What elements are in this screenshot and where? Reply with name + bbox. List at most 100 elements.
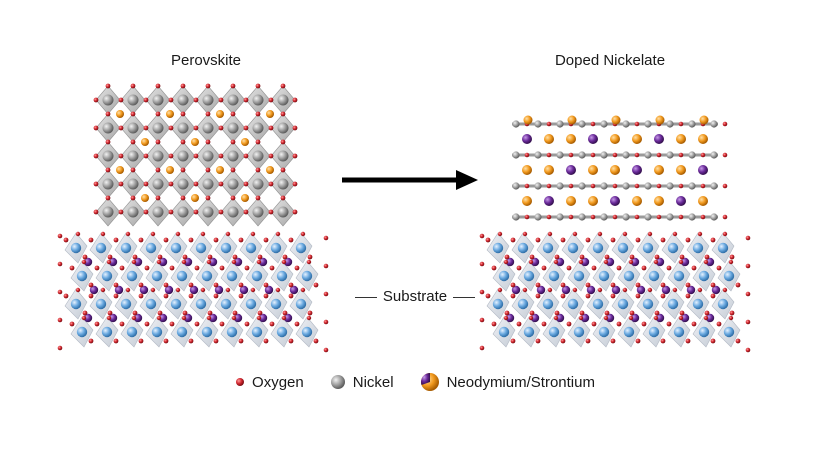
nickel-atom (177, 150, 189, 162)
oxygen-atom (666, 321, 672, 327)
nickel-atom (102, 150, 114, 162)
oxygen-atom (243, 97, 249, 103)
oxygen-atom (205, 167, 211, 173)
oxygen-atom (255, 195, 261, 201)
substrate-atom (717, 242, 729, 254)
oxygen-atom (63, 293, 69, 299)
nickel-atom (600, 120, 608, 128)
substrate-atom (567, 242, 579, 254)
oxygen-atom (590, 121, 596, 127)
oxygen-atom (585, 293, 591, 299)
oxygen-atom (182, 254, 188, 260)
neodymium-atom (654, 196, 664, 206)
oxygen-atom (88, 293, 94, 299)
oxygen-atom (238, 282, 244, 288)
neodymium-atom (544, 165, 554, 175)
oxygen-atom (568, 152, 574, 158)
oxygen-atom (269, 265, 275, 271)
oxygen-atom (268, 97, 274, 103)
nickel-atom (177, 122, 189, 134)
oxygen-atom (653, 259, 659, 265)
substrate-cation (630, 257, 640, 267)
oxygen-atom (722, 287, 728, 293)
oxygen-atom (138, 282, 144, 288)
oxygen-atom (612, 183, 618, 189)
substrate-atom (176, 270, 188, 282)
oxygen-atom (150, 231, 156, 237)
oxygen-atom (294, 321, 300, 327)
oxygen-atom (218, 181, 224, 187)
oxygen-atom (572, 287, 578, 293)
oxygen-atom (292, 181, 298, 187)
oxygen-atom (591, 321, 597, 327)
oxygen-atom (143, 209, 149, 215)
oxygen-atom (263, 338, 269, 344)
nickel-atom (127, 206, 139, 218)
oxygen-atom (200, 231, 206, 237)
substrate-atom (276, 326, 288, 338)
oxygen-atom (529, 254, 535, 260)
oxygen-atom (710, 237, 716, 243)
nickel-atom (277, 150, 289, 162)
oxygen-atom (238, 237, 244, 243)
oxygen-atom (497, 287, 503, 293)
oxygen-atom (238, 293, 244, 299)
substrate-atom (195, 242, 207, 254)
oxygen-atom (634, 121, 640, 127)
substrate-cation (711, 285, 721, 295)
neodymium-atom (588, 165, 598, 175)
oxygen-atom (553, 315, 559, 321)
oxygen-atom (622, 287, 628, 293)
oxygen-atom (180, 167, 186, 173)
oxygen-atom (553, 259, 559, 265)
oxygen-atom (105, 167, 111, 173)
oxygen-atom (188, 282, 194, 288)
substrate-cation (108, 313, 118, 323)
oxygen-atom (106, 315, 112, 321)
nickel-atom (252, 150, 264, 162)
oxygen-atom (685, 338, 691, 344)
oxygen-atom (660, 293, 666, 299)
substrate-atom (523, 270, 535, 282)
oxygen-atom (634, 152, 640, 158)
substrate-cation (630, 313, 640, 323)
oxygen-atom (566, 265, 572, 271)
oxygen-atom (93, 153, 99, 159)
substrate-cation (133, 257, 143, 267)
oxygen-atom (113, 237, 119, 243)
oxygen-atom (205, 195, 211, 201)
substrate-atom (598, 270, 610, 282)
substrate-cation (505, 313, 515, 323)
substrate-atom (176, 326, 188, 338)
legend-label-oxygen: Oxygen (252, 373, 304, 391)
substrate-atom (498, 270, 510, 282)
oxygen-atom (610, 237, 616, 243)
oxygen-atom (280, 195, 286, 201)
strontium-atom (566, 165, 576, 175)
oxygen-atom (722, 183, 728, 189)
oxygen-atom (218, 125, 224, 131)
oxygen-atom (155, 83, 161, 89)
oxygen-atom (503, 315, 509, 321)
oxygen-atom (307, 254, 313, 260)
substrate-cation (158, 257, 168, 267)
oxygen-atom (88, 237, 94, 243)
substrate-atom (295, 298, 307, 310)
oxygen-atom (57, 261, 63, 267)
substrate-cation (164, 285, 174, 295)
substrate-cation (605, 257, 615, 267)
nickel-atom-icon (330, 375, 345, 389)
oxygen-atom (722, 152, 728, 158)
substrate-atom (145, 298, 157, 310)
oxygen-atom (206, 259, 212, 265)
nickel-atom (102, 206, 114, 218)
oxygen-atom (560, 293, 566, 299)
oxygen-atom (703, 259, 709, 265)
nickel-atom (534, 151, 542, 159)
oxygen-atom (180, 83, 186, 89)
oxygen-atom (629, 310, 635, 316)
oxygen-atom (243, 181, 249, 187)
oxygen-atom (541, 321, 547, 327)
oxygen-atom (672, 287, 678, 293)
oxygen-atom (168, 97, 174, 103)
